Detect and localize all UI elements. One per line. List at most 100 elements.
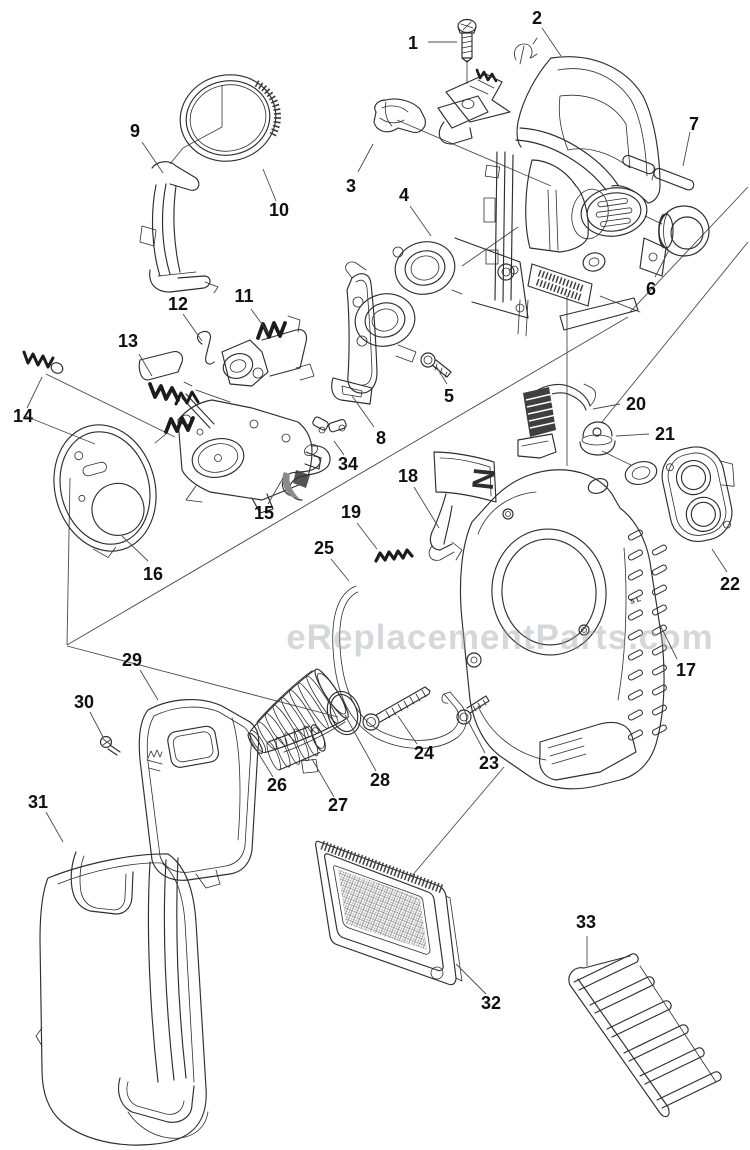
part-15-fuel-hose: [281, 444, 331, 501]
callout-10: 10: [269, 200, 289, 220]
leader-line-6: [654, 249, 670, 278]
leader-line-20: [592, 403, 621, 410]
leader-line-30: [89, 711, 104, 738]
leader-line-32: [455, 963, 487, 995]
callout-21: 21: [655, 424, 675, 444]
leader-line-28: [344, 714, 377, 772]
leader-line-12: [182, 313, 203, 342]
part-19-spring: [374, 548, 414, 563]
part-22-adapter-plate: [661, 446, 735, 542]
leader-line-3: [357, 143, 374, 173]
leader-line-24: [397, 715, 418, 745]
part-17-airbox-housing: S L: [459, 469, 668, 790]
throttle-body-ring: [571, 187, 648, 240]
callout-18: 18: [398, 466, 418, 486]
part-25-wire-loop: [332, 585, 467, 749]
callout-31: 31: [28, 792, 48, 812]
callout-24: 24: [414, 743, 434, 763]
callout-3: 3: [346, 176, 356, 196]
leader-line-16: [121, 535, 149, 562]
part-4-intake-manifold: [352, 237, 529, 363]
part-26-intake-bellows: [247, 668, 349, 755]
part-3-clamp: [373, 98, 426, 133]
callout-25: 25: [314, 538, 334, 558]
part-27-bellows-ring: [266, 724, 326, 774]
callout-9: 9: [130, 121, 140, 141]
leader-line-13: [138, 353, 153, 377]
callout-34: 34: [338, 454, 358, 474]
construction-lines: [24, 60, 749, 878]
part-14-spring: [22, 350, 64, 374]
leader-line-11: [250, 308, 270, 335]
callout-22: 22: [720, 574, 740, 594]
part-10-ring-seal: [179, 74, 281, 162]
part-12-clip: [196, 330, 215, 365]
callout-8: 8: [376, 428, 386, 448]
part-24-long-screw: [362, 686, 431, 731]
leader-line-18: [413, 486, 440, 529]
part-2-top-cover: [516, 56, 661, 204]
callout-29: 29: [122, 650, 142, 670]
part-1-screw: [457, 18, 477, 63]
callout-2: 2: [532, 8, 542, 28]
callout-33: 33: [576, 912, 596, 932]
leader-line-22: [711, 548, 728, 573]
leader-line-14: [26, 376, 43, 409]
callout-19: 19: [341, 502, 361, 522]
callout-11: 11: [234, 286, 253, 306]
callout-30: 30: [74, 692, 94, 712]
callout-4: 4: [399, 185, 409, 205]
part-7-fuel-line: [622, 154, 695, 191]
part-34-fitting: [312, 416, 347, 434]
part-23-screw: [456, 695, 490, 725]
leader-line-17: [658, 622, 678, 660]
callout-23: 23: [479, 753, 499, 773]
leader-line-29: [139, 669, 159, 701]
carburetor-assembly: [154, 381, 322, 514]
leader-line-10: [262, 168, 277, 202]
callout-28: 28: [370, 770, 390, 790]
part-8-bracket: [331, 261, 378, 405]
part-28-o-ring: [326, 690, 362, 736]
callout-6: 6: [646, 279, 656, 299]
leader-line-34: [333, 440, 345, 456]
leader-line-8: [351, 395, 375, 428]
callout-26: 26: [267, 775, 287, 795]
leader-line-9: [141, 141, 164, 174]
callout-16: 16: [143, 564, 163, 584]
part-13-lever-spring: [138, 351, 215, 429]
leader-line-27: [311, 758, 335, 798]
callout-5: 5: [444, 386, 454, 406]
callout-7: 7: [689, 114, 699, 134]
housing-marking: S L: [629, 596, 642, 606]
part-6-primer-bulb: [644, 205, 710, 257]
leader-line-23: [467, 720, 486, 754]
part-18-choke-lever: N: [428, 451, 500, 561]
callout-15: 15: [254, 503, 274, 523]
callout-1: 1: [408, 33, 418, 53]
leader-line-7: [682, 131, 691, 167]
part-30-screw: [99, 735, 121, 756]
part-33-filter-grid: [568, 953, 722, 1118]
callout-14: 14: [13, 406, 33, 426]
leader-line-15: [267, 477, 284, 505]
throttle-trigger-assembly: [437, 37, 538, 145]
leader-line-26: [248, 737, 274, 778]
callout-27: 27: [328, 795, 348, 815]
part-11-intake-block: [221, 315, 315, 387]
part-31-outer-cover: [35, 851, 209, 1146]
rear-handle-frame-assembly: [483, 127, 667, 337]
leader-line-2: [541, 27, 562, 57]
part-29-filter-cover: [138, 699, 260, 889]
part-32-air-filter: [315, 840, 463, 986]
watermark-text: eReplacementParts.com: [286, 618, 714, 657]
part-9-bracket: [139, 161, 219, 294]
leader-line-31: [45, 811, 64, 843]
callout-20: 20: [626, 394, 646, 414]
choke-letter-n: N: [465, 466, 500, 491]
callout-17: 17: [676, 660, 696, 680]
part-20-cable-clip: [517, 383, 596, 459]
